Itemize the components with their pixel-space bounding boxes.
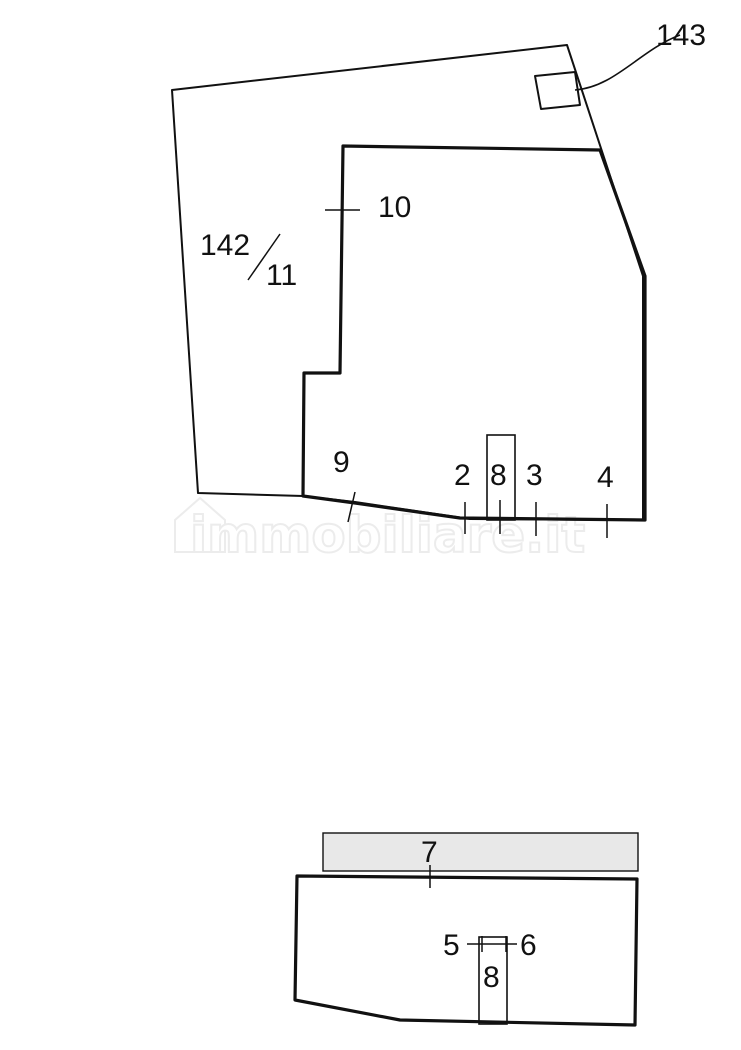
parcel-divider-slash [247, 233, 281, 281]
label-parcel-11: 11 [266, 259, 297, 292]
label-parcel-142: 142 [200, 229, 250, 262]
building-upper-outline [301, 144, 647, 522]
label-mark-6: 6 [520, 929, 537, 962]
parcel-143-box [534, 71, 581, 110]
tick-9 [347, 491, 356, 523]
label-mark-5: 5 [443, 929, 460, 962]
label-parcel-143: 143 [656, 19, 706, 52]
label-mark-7: 7 [421, 836, 438, 869]
watermark: immobiliare.it [174, 496, 586, 565]
shaded-band [322, 832, 639, 872]
label-mark-9: 9 [333, 446, 350, 479]
label-mark-2: 2 [454, 459, 471, 492]
strip-8-upper [486, 434, 516, 521]
parcel-143-leader [574, 34, 681, 91]
label-mark-4: 4 [597, 461, 614, 494]
label-mark-8-lower: 8 [483, 961, 500, 994]
parcel-142-outline [171, 44, 644, 521]
watermark-text: immobiliare.it [190, 506, 585, 564]
strip-8-lower [478, 936, 508, 1025]
label-mark-8-upper: 8 [490, 459, 507, 492]
building-lower-outline [293, 874, 639, 1027]
label-mark-3: 3 [526, 459, 543, 492]
label-mark-10: 10 [378, 191, 411, 224]
